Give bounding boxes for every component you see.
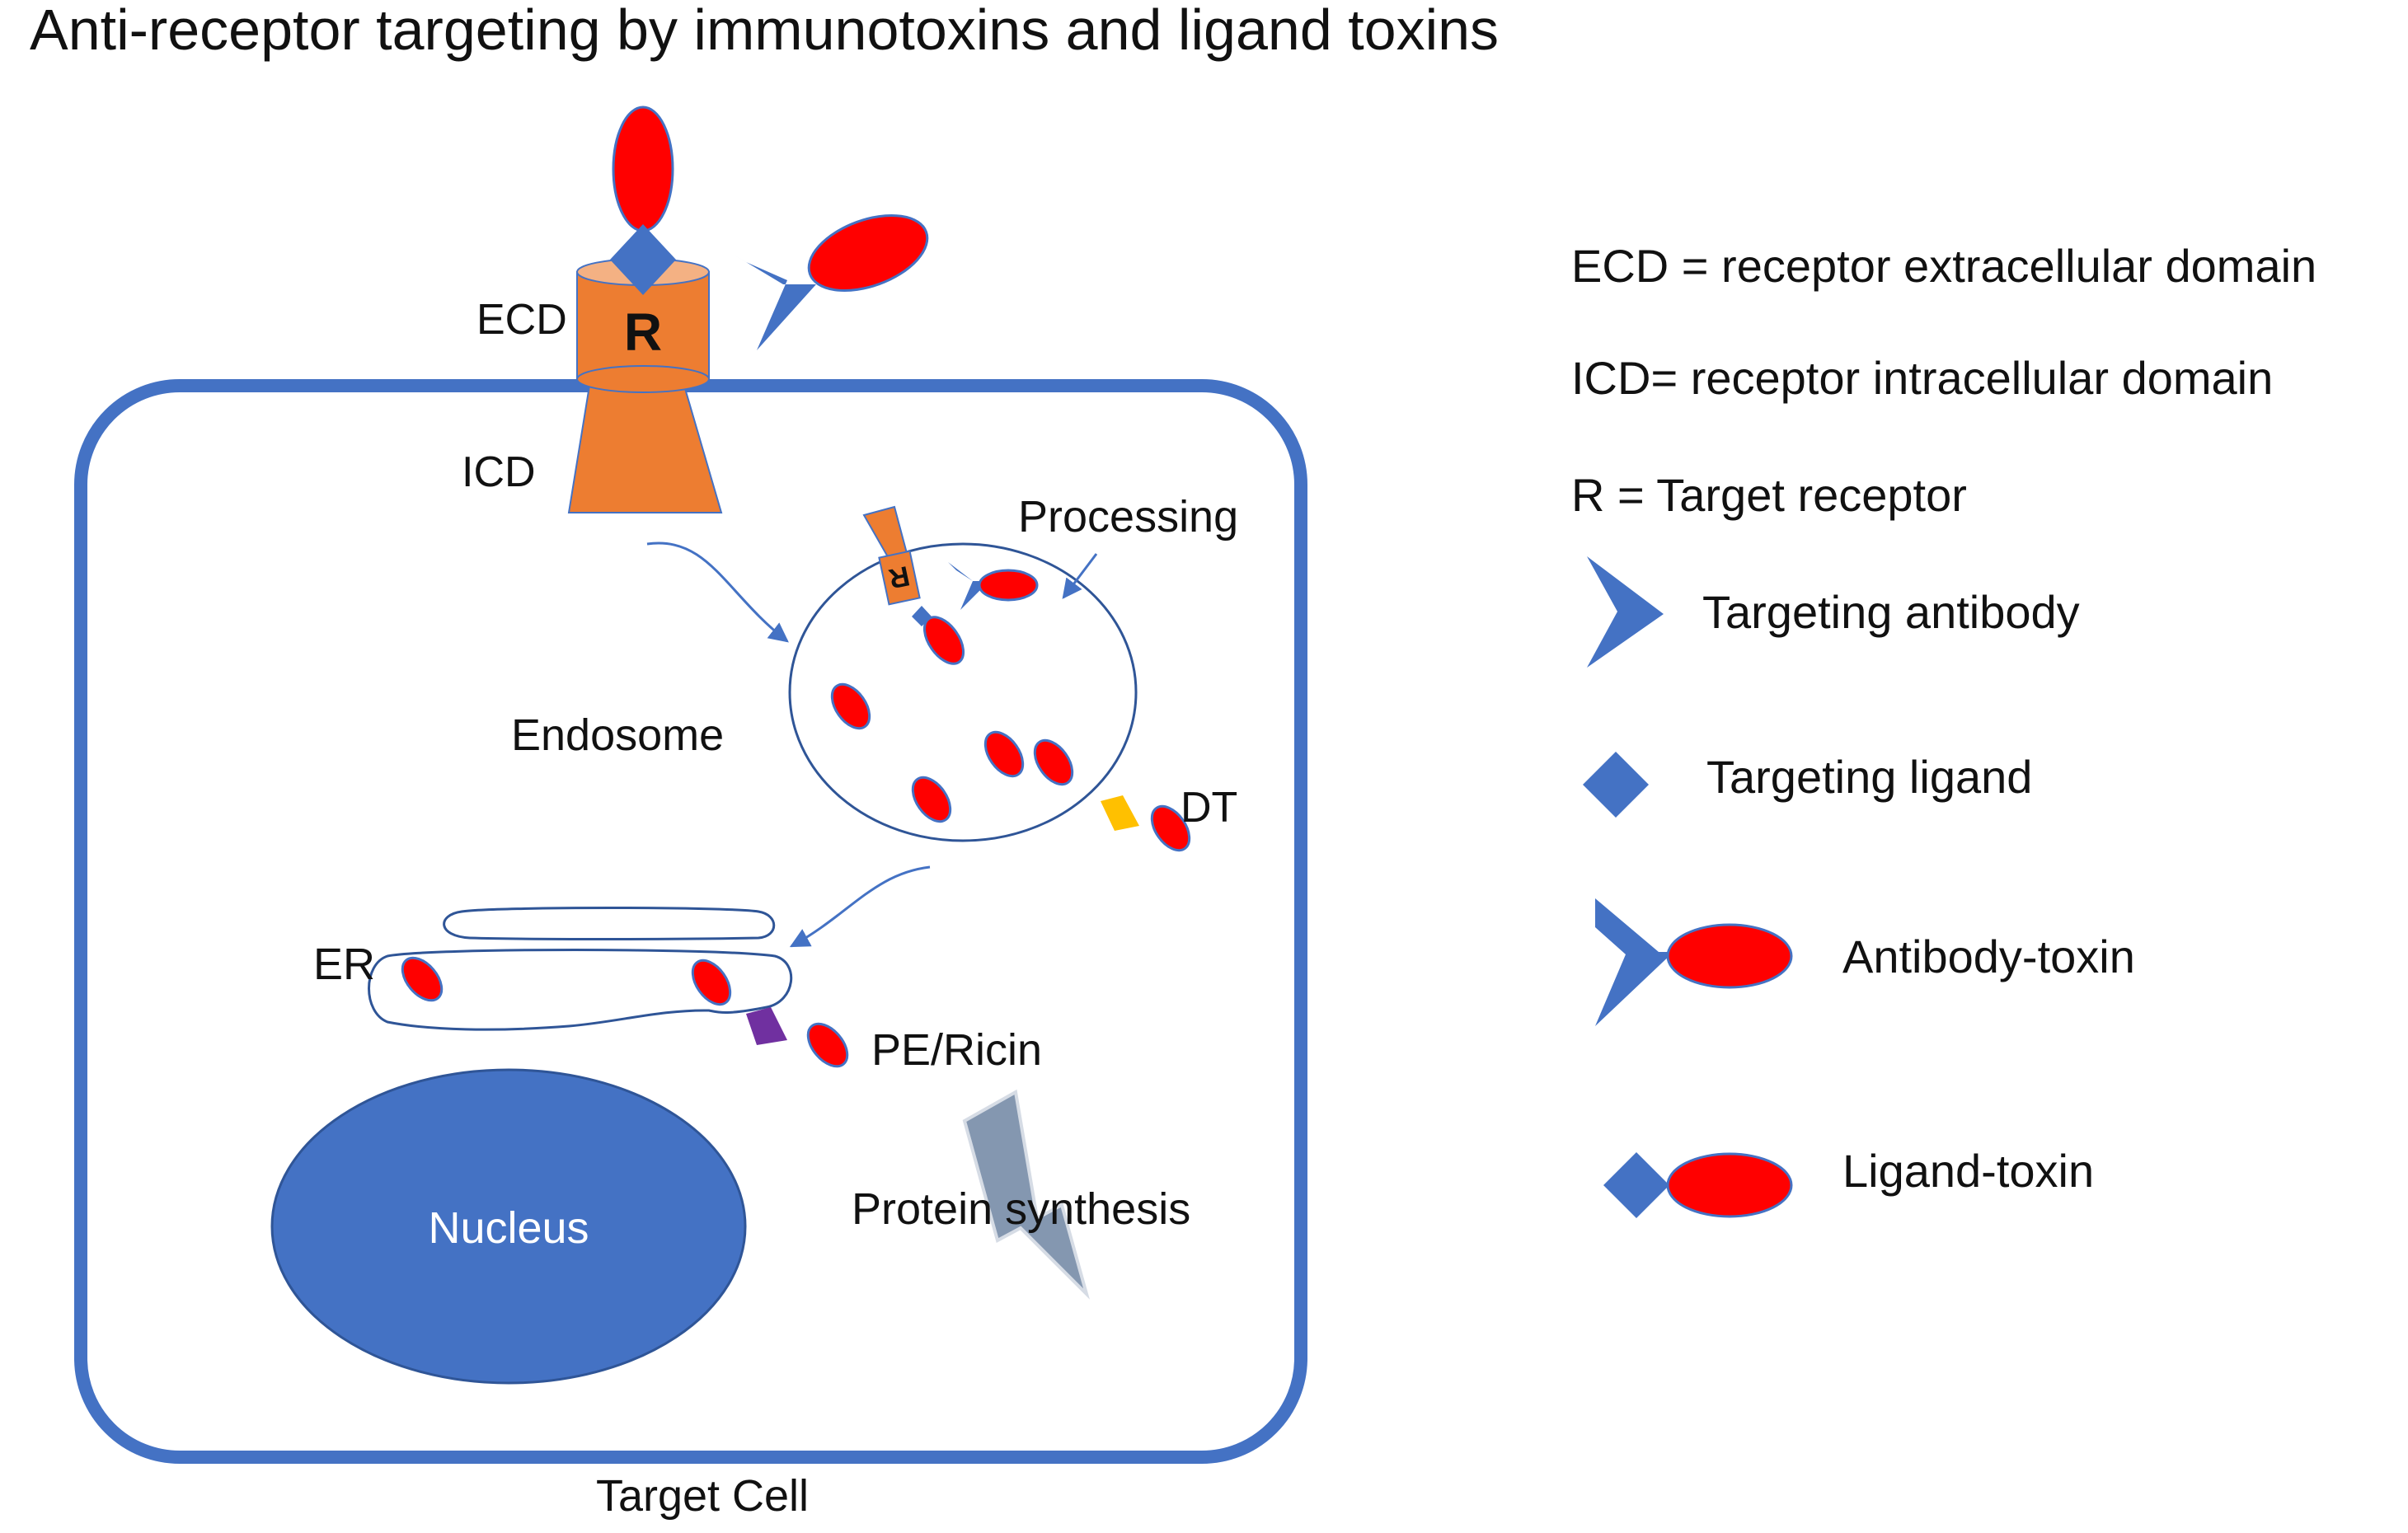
processing-arrow: [1062, 553, 1098, 599]
endosome-label: Endosome: [511, 710, 724, 760]
dt-release-arrow: [1101, 795, 1139, 831]
receptor-icd-shape: [567, 385, 723, 513]
er-toxin: [691, 959, 732, 1006]
endosome-toxin: [1033, 738, 1074, 786]
antibody-toxin-on-membrane: [721, 213, 929, 350]
legend-targeting-ligand: Targeting ligand: [1706, 751, 2032, 803]
receptor-letter: R: [624, 302, 662, 362]
dt-toxin: [1150, 804, 1191, 852]
internalization-arrow: [646, 541, 789, 643]
endosome-toxin: [922, 616, 965, 665]
protein-synthesis-label: Protein synthesis: [852, 1184, 1190, 1234]
legend-icd-definition: ICD= receptor intracellular domain: [1571, 352, 2273, 404]
endosome-membrane: [788, 542, 1138, 842]
legend-antibody-toxin: Antibody-toxin: [1842, 931, 2135, 982]
legend-ecd-definition: ECD = receptor extracellular domain: [1571, 240, 2316, 292]
pe-ricin-release-arrow: [746, 1007, 787, 1045]
processing-label: Processing: [1018, 492, 1238, 541]
target-cell-label: Target Cell: [596, 1471, 809, 1521]
ecd-label: ECD: [476, 296, 567, 344]
nucleus: [270, 1068, 747, 1385]
er-label: ER: [313, 940, 375, 989]
legend-ligand-toxin-icon: [1603, 1152, 1793, 1218]
diagram-title: Anti-receptor targeting by immunotoxins …: [30, 0, 1499, 62]
nucleus-label: Nucleus: [428, 1203, 589, 1253]
trafficking-arrow: [789, 865, 931, 948]
ligand-diamond-icon: [610, 224, 676, 295]
legend: ECD = receptor extracellular domain ICD=…: [1571, 240, 2316, 1218]
pe-ricin-label: PE/Ricin: [871, 1025, 1042, 1075]
ligand-toxin-toxin: [612, 105, 674, 232]
endosome-toxin: [983, 730, 1025, 778]
endosome-toxin: [911, 776, 952, 823]
legend-antibody-icon: [1587, 556, 1664, 668]
legend-antibody-toxin-icon: [1595, 898, 1793, 1026]
endosome-toxin: [830, 682, 871, 730]
er-toxin: [401, 956, 444, 1002]
dt-label: DT: [1181, 784, 1237, 832]
legend-targeting-antibody: Targeting antibody: [1702, 586, 2080, 638]
legend-ligand-icon: [1583, 752, 1649, 818]
legend-ligand-toxin: Ligand-toxin: [1842, 1145, 2094, 1197]
legend-r-definition: R = Target receptor: [1571, 469, 1967, 521]
er-cisterna-bottom: [368, 949, 793, 1031]
internalized-receptor: R: [862, 505, 921, 606]
internalized-antibody-toxin: [948, 562, 1039, 610]
er-cisterna-top: [443, 907, 776, 940]
pe-ricin-toxin: [806, 1022, 849, 1068]
protein-synthesis-block-icon: [962, 1089, 1090, 1300]
icd-label: ICD: [462, 448, 536, 496]
